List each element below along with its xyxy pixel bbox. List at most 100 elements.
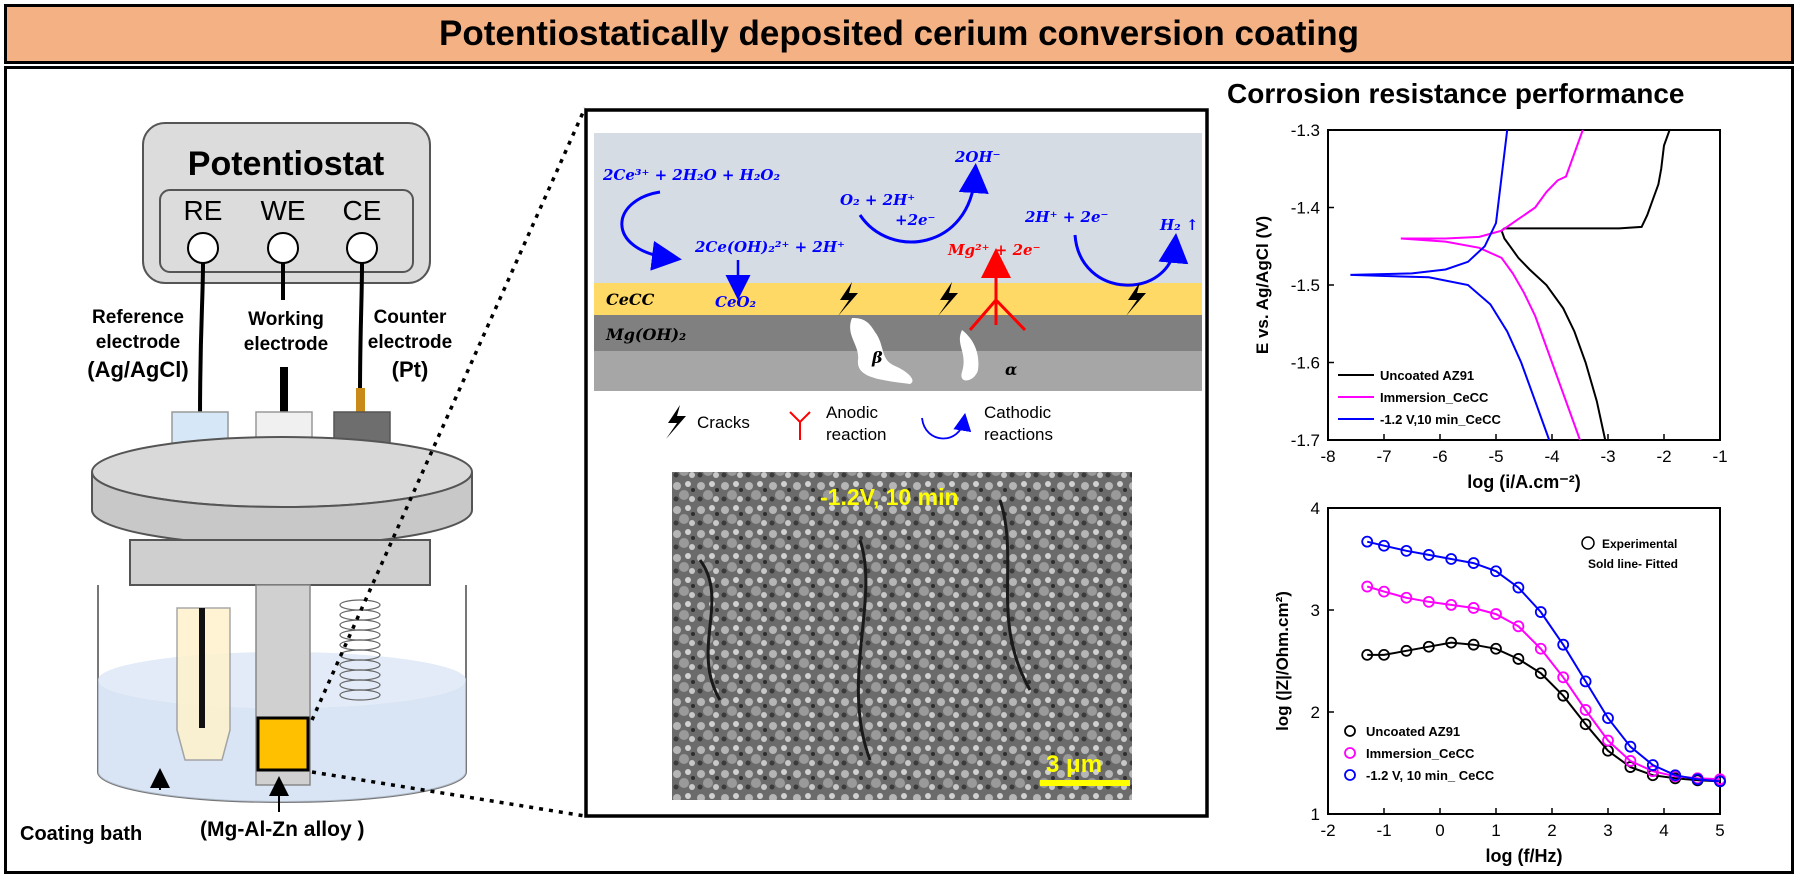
legend-crack-icon [666,405,686,439]
working-label-2: electrode [244,334,328,355]
y-tick-label: 4 [1311,499,1320,518]
oxygen-reaction: O₂ + 2H⁺ [840,191,915,209]
legend-marker [1344,747,1356,759]
ce-arrow [620,190,682,271]
sem-label: -1.2V, 10 min [820,484,959,510]
data-point [1445,553,1458,565]
electrons-a: +2e⁻ [895,211,935,229]
page-title: Potentiostatically deposited cerium conv… [439,14,1359,53]
data-point [1557,689,1570,702]
data-point [1714,775,1726,788]
beta-phase [850,318,913,384]
layer-cecc-label: CeCC [606,290,655,309]
data-point [1467,557,1480,569]
oxygen-arrow [858,163,989,244]
data-point [1624,740,1637,753]
hydroxide-label: 2OH⁻ [954,148,1001,166]
data-point [1361,535,1374,548]
alpha-phase [959,330,979,381]
hydrogen-arrow [1073,233,1189,287]
legend-anodic-2: reaction [826,425,886,444]
terminal-re-label: RE [184,195,223,226]
data-point [1467,638,1480,651]
data-point [1512,653,1525,665]
legend-label: -1.2 V, 10 min_ CeCC [1366,768,1495,783]
beta-label: β [871,348,883,367]
legend-anodic-1: Anodic [826,403,878,422]
section-heading: Corrosion resistance performance [1227,78,1685,109]
we-rod [280,367,288,417]
data-point [1400,591,1413,604]
mg-anodic-label: Mg²⁺ + 2e⁻ [947,241,1041,259]
reference-label-1: Reference [92,307,184,328]
x-tick-label: -6 [1432,447,1447,466]
x-tick-label: 3 [1603,821,1612,840]
terminal-we-label: WE [260,195,305,226]
anodic-fork [968,297,1027,332]
series-line [1500,129,1671,441]
data-point [1602,712,1614,725]
counter-label-3: (Pt) [392,357,429,382]
data-point [1646,765,1659,778]
data-point [1422,640,1435,653]
data-point [1422,595,1435,608]
sem-image [672,472,1132,800]
data-point [1490,565,1502,578]
crack-bolt-2 [938,282,958,316]
legend-cathodic-2: reactions [984,425,1053,444]
data-point [1534,606,1547,618]
potentiostat-setup: Potentiostat RE WE CE Reference electrod… [20,107,587,845]
data-point [1534,642,1547,655]
y-tick-label: 2 [1311,703,1320,722]
bath-label: Coating bath [20,823,142,845]
data-point [1378,585,1390,598]
y-tick-label: 3 [1311,601,1320,620]
x-tick-label: -4 [1544,447,1559,466]
x-tick-label: -2 [1656,447,1671,466]
reaction-ce: 2Ce³⁺ + 2H₂O + H₂O₂ [602,166,780,184]
data-point [1378,539,1390,552]
legend-marker [1344,769,1356,781]
data-point [1512,620,1525,633]
legend-label: Immersion_CeCC [1380,390,1489,405]
data-point [1378,648,1390,661]
x-tick-label: 0 [1435,821,1444,840]
sem-scale-label: 3 μm [1046,751,1102,778]
data-point [1445,599,1458,611]
solution-region [594,133,1202,283]
series-line [1367,641,1721,783]
ceo2-label: CeO₂ [715,293,757,311]
series-line [1400,129,1584,441]
legend-label: Immersion_CeCC [1366,746,1475,761]
x-tick-label: -8 [1320,447,1335,466]
legend-cracks: Cracks [697,413,750,432]
terminal-ce-socket [346,232,378,264]
annotation-marker [1581,536,1595,550]
sem-scale-bar [1040,780,1130,786]
terminal-we-socket [267,232,299,264]
plot-frame [1327,507,1721,815]
counter-label-1: Counter [374,307,447,328]
x-axis-label: log (i/A.cm⁻²) [1467,472,1581,492]
crack-bolt-3 [1126,282,1146,316]
legend-label: -1.2 V,10 min_CeCC [1380,412,1502,427]
zoom-line-bottom [311,770,586,818]
data-point [1361,580,1374,593]
data-point [1512,581,1525,594]
working-label-1: Working [248,309,324,330]
x-tick-label: -5 [1488,447,1503,466]
data-point [1534,667,1547,680]
x-tick-label: 4 [1659,821,1668,840]
y-tick-label: -1.3 [1291,121,1320,140]
data-point [1579,704,1592,716]
sem-cracks [698,499,1032,761]
cell-neck [129,539,431,586]
reference-label-2: electrode [96,332,180,353]
alloy-label: (Mg-Al-Zn alloy ) [200,818,364,841]
y-axis-label: log (|Z|/Ohm.cm²) [1273,591,1292,731]
data-point [1579,675,1592,688]
pt-coil [339,599,381,701]
data-point [1624,755,1637,767]
data-point [1490,642,1502,655]
